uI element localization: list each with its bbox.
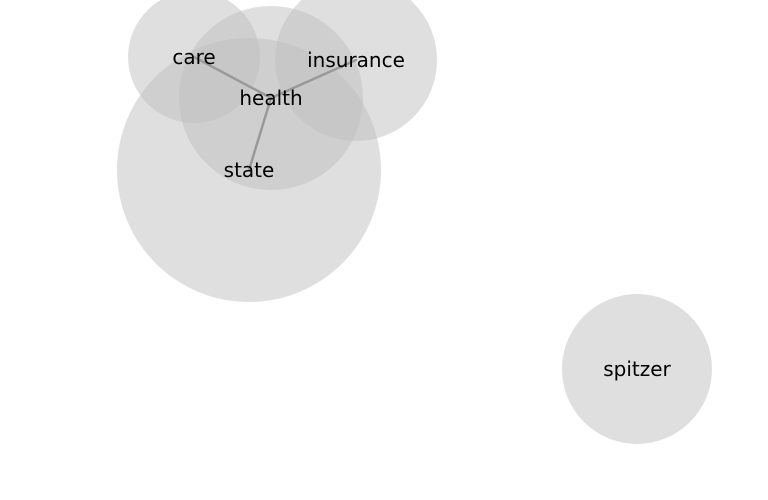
edge-health-care — [192, 55, 273, 100]
edge-health-state — [247, 96, 273, 172]
label-spitzer: spitzer — [603, 357, 671, 381]
label-care: care — [172, 45, 215, 69]
edge-layer — [192, 55, 358, 172]
label-health: health — [239, 86, 302, 110]
label-layer: state care insurance health spitzer — [172, 45, 671, 381]
label-insurance: insurance — [307, 48, 405, 72]
edge-health-insurance — [269, 58, 358, 100]
label-state: state — [224, 158, 275, 182]
bubble-spitzer — [562, 294, 712, 444]
